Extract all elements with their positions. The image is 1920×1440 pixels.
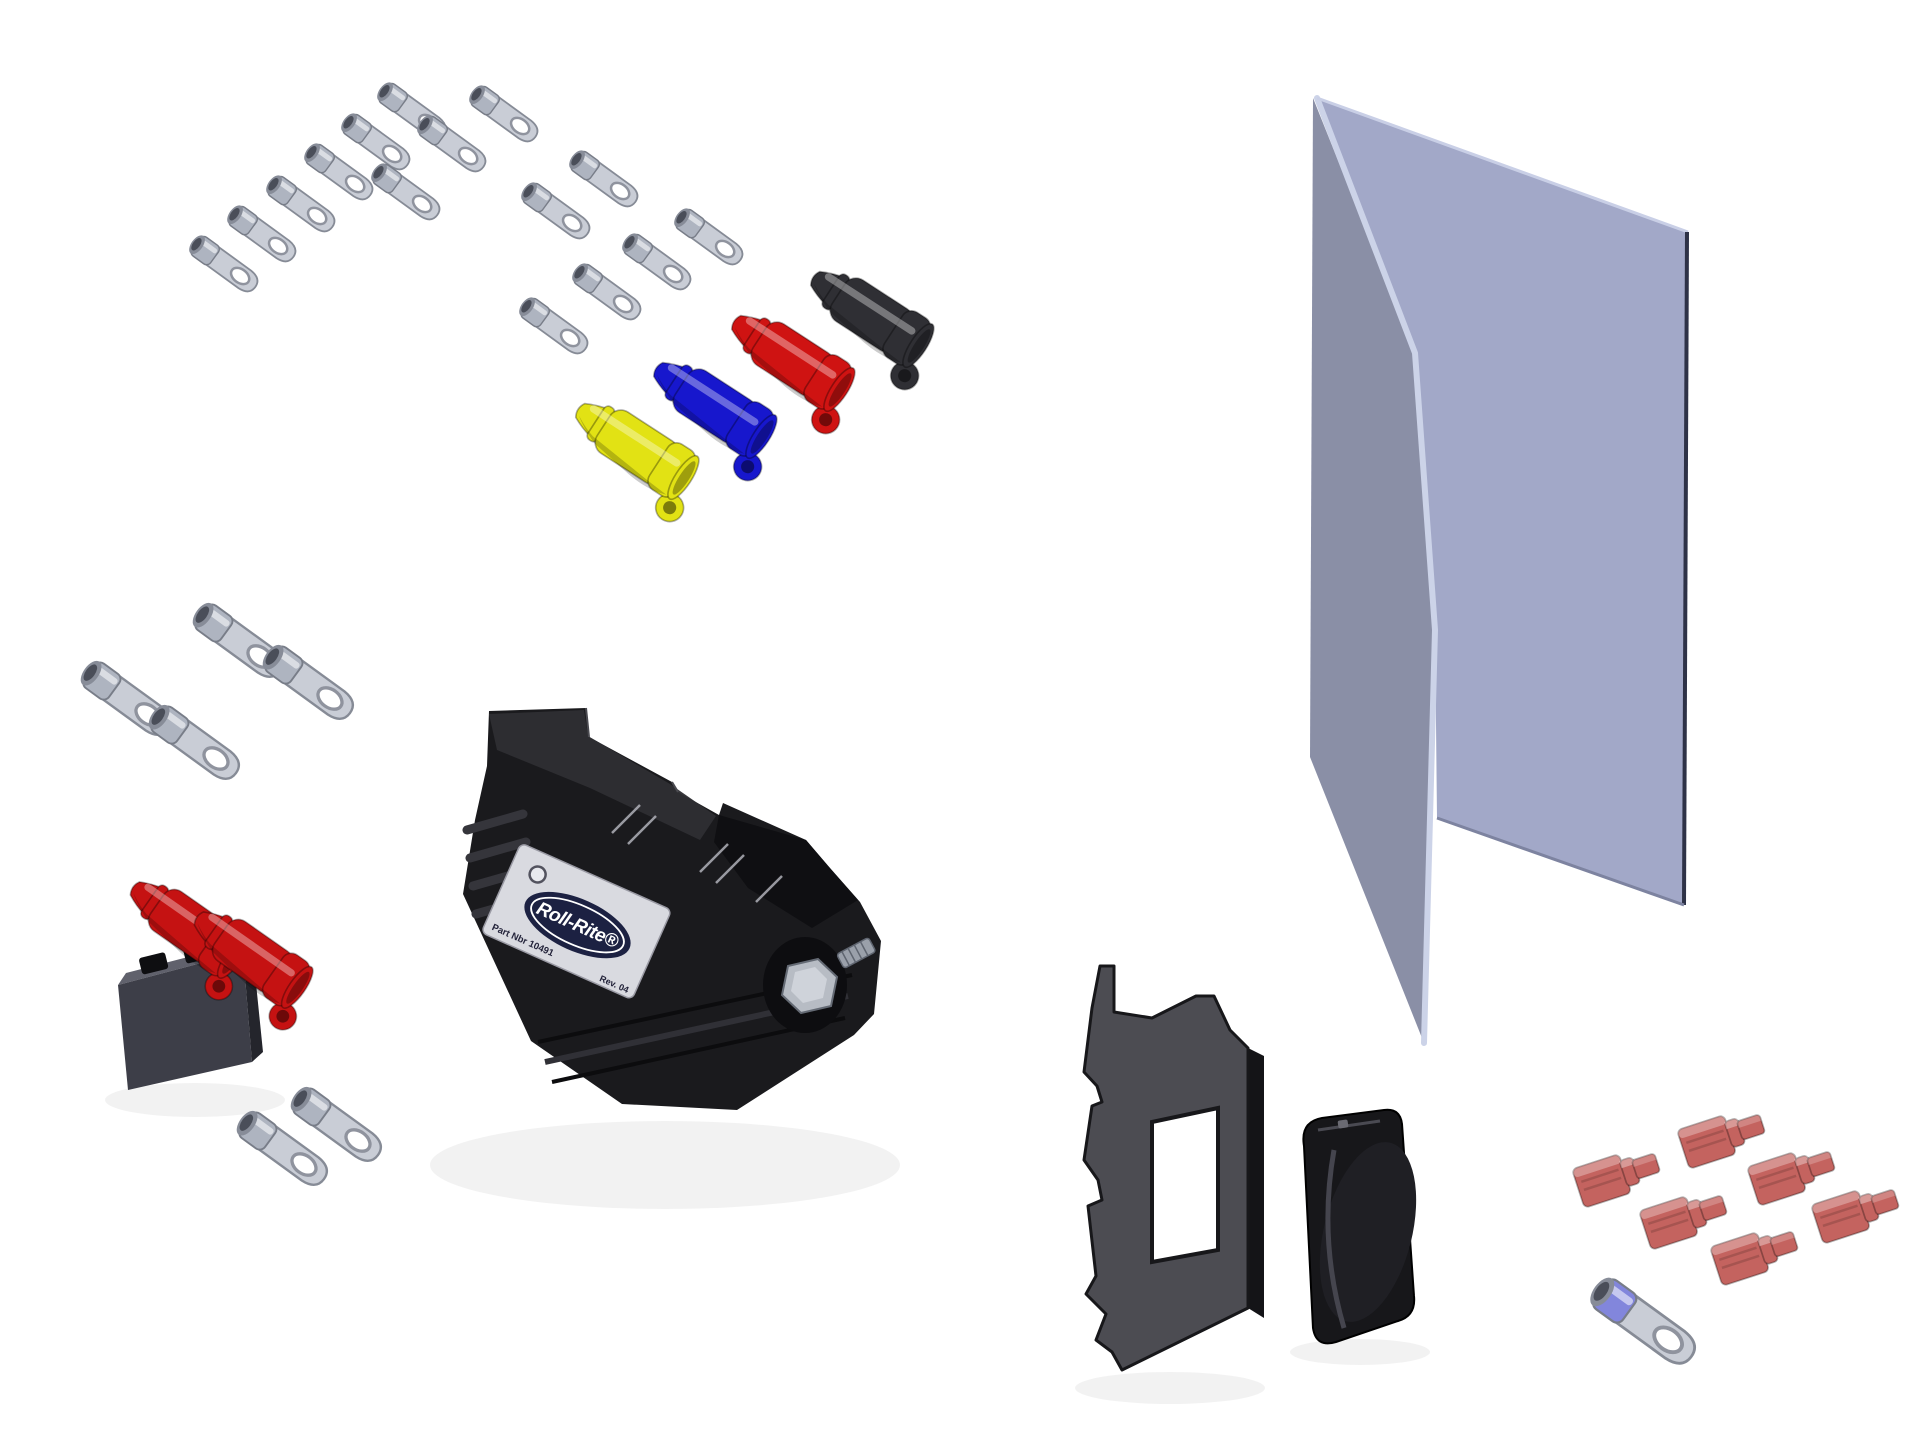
spade-terminal [1638,1184,1732,1251]
module-label: Roll-Rite® Part Nbr 10491 Rev. 04 [482,844,671,999]
rocker-switch [1302,1108,1417,1345]
led-indicator [528,865,547,884]
panel-front-face [1317,98,1688,905]
threaded-stud [836,937,876,969]
panel-bottom-edge [1436,816,1685,907]
rocker-actuator [1319,1142,1417,1322]
panel-right-edge [1682,231,1689,906]
ring-terminal-cluster-top [184,77,749,360]
module-edge [671,781,679,793]
circuit-breaker [106,864,329,1090]
shadows [105,1083,1430,1404]
ring-terminal [617,228,697,296]
spade-terminal [1810,1178,1904,1245]
switch-top-edge [1317,1119,1381,1132]
spade-terminal [1746,1140,1840,1207]
ring-terminal [514,292,594,360]
ring-terminal [412,110,492,178]
rocker-highlight [1325,1149,1347,1329]
spade-terminal [1709,1220,1803,1287]
spade-terminal [1676,1103,1770,1170]
spade-terminal-cluster [1571,1103,1904,1287]
breaker-clip [139,952,169,975]
ring-terminal [567,258,647,326]
ring-terminal [516,177,596,245]
ring-terminal [299,138,379,206]
ring-terminal-blue [1582,1270,1704,1373]
hex-bolt-face [791,967,827,1003]
ring-terminal [366,158,446,226]
ring-terminal [564,145,644,213]
ring-terminal [222,200,302,268]
control-module: Roll-Rite® Part Nbr 10491 Rev. 04 [462,707,881,1110]
switch-bracket [1082,964,1264,1372]
logo-oval [524,891,631,959]
ring-terminal [256,638,361,727]
lid-notches [611,804,783,903]
panel-side-face [1310,98,1435,1043]
switch-nub [1337,1119,1349,1129]
module-edge [585,707,590,738]
panel-fold-edge [1314,95,1439,1046]
ring-terminal [669,203,749,271]
ring-terminal-cluster-left [74,596,361,787]
ring-terminal [336,108,416,176]
panel-top-edge [1316,96,1689,234]
mounting-panel [1310,95,1689,1046]
spade-terminal [1571,1142,1665,1209]
ring-terminal [142,698,247,787]
bracket-window [1150,1105,1220,1265]
ring-terminal [464,80,544,148]
bracket-side-face [1248,1048,1264,1318]
ring-terminal [261,170,341,238]
ring-terminal [184,230,264,298]
module-right-block [714,815,858,928]
module-lid-face [489,710,716,840]
